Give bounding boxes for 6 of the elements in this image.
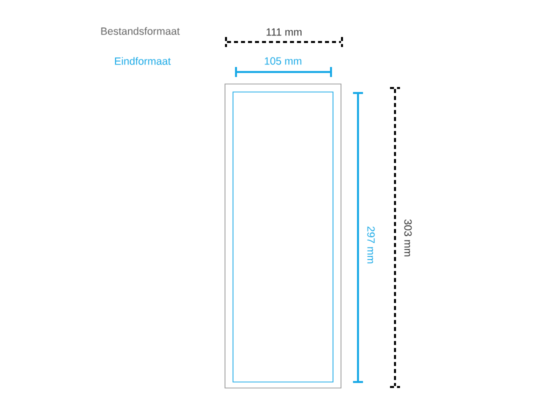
dimension-label: 111 mm — [266, 28, 302, 36]
dimension-label: Eindformaat — [115, 57, 171, 65]
dimension-label: 105 mm — [264, 57, 302, 65]
dimension-label: Bestandsformaat — [101, 27, 180, 35]
dimension-label: 297 mm — [367, 226, 375, 264]
dimension-label: 303 mm — [404, 219, 412, 256]
